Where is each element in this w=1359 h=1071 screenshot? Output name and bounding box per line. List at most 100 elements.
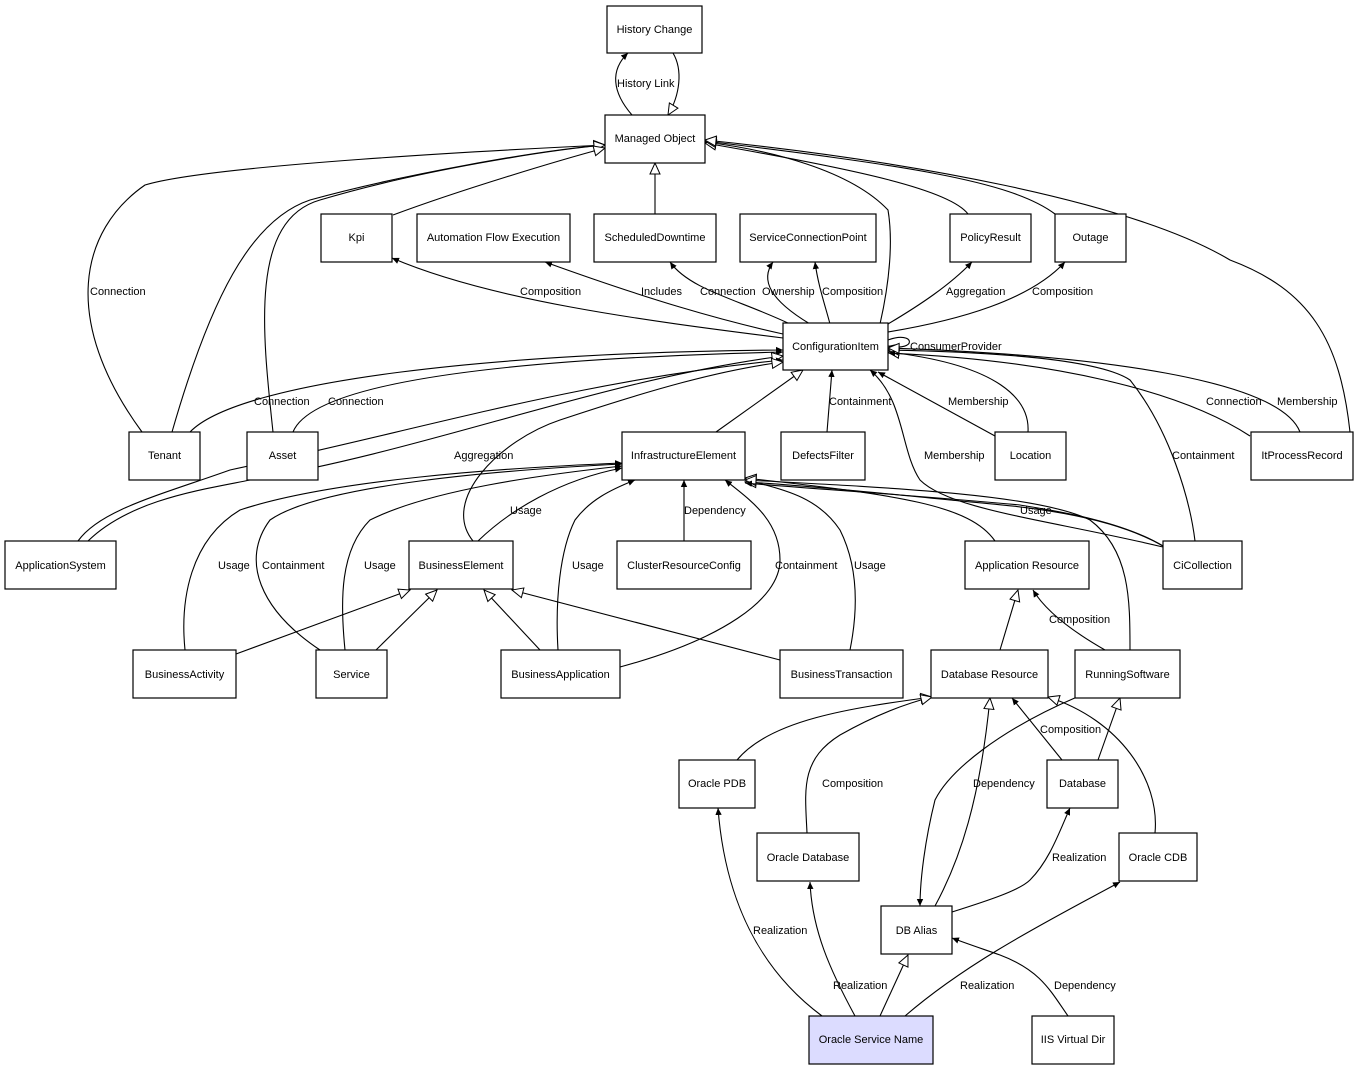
edge-usage-business-activity bbox=[183, 460, 623, 651]
node-service-connection-point[interactable]: ServiceConnectionPoint bbox=[739, 213, 877, 263]
node-business-element[interactable]: BusinessElement bbox=[408, 540, 514, 590]
svg-text:InfrastructureElement: InfrastructureElement bbox=[631, 450, 736, 462]
svg-text:ServiceConnectionPoint: ServiceConnectionPoint bbox=[749, 232, 866, 244]
node-policy-result[interactable]: PolicyResult bbox=[949, 213, 1032, 263]
edge-it-process-record-to-managed-object bbox=[705, 140, 1351, 433]
label-ownership: Ownership bbox=[762, 286, 815, 298]
node-oracle-service-name[interactable]: Oracle Service Name bbox=[808, 1015, 934, 1065]
svg-text:Service: Service bbox=[333, 669, 370, 681]
label-containment-cicollection: Containment bbox=[1172, 450, 1234, 462]
label-composition-scp: Composition bbox=[822, 286, 883, 298]
svg-text:ApplicationSystem: ApplicationSystem bbox=[15, 560, 106, 572]
node-tenant[interactable]: Tenant bbox=[128, 431, 201, 481]
edge-usage-business-transaction bbox=[744, 478, 856, 651]
node-configuration-item[interactable]: ConfigurationItem bbox=[782, 322, 889, 371]
label-membership-itprocess: Membership bbox=[1277, 396, 1338, 408]
edge-composition-kpi bbox=[391, 257, 784, 339]
node-kpi[interactable]: Kpi bbox=[320, 213, 393, 263]
edge-configuration-item-to-managed-object bbox=[705, 142, 891, 325]
node-application-resource[interactable]: Application Resource bbox=[964, 540, 1090, 590]
node-location[interactable]: Location bbox=[994, 431, 1067, 481]
label-aggregation-policy: Aggregation bbox=[946, 286, 1005, 298]
node-defects-filter[interactable]: DefectsFilter bbox=[780, 431, 866, 481]
node-application-system[interactable]: ApplicationSystem bbox=[4, 540, 117, 590]
node-managed-object[interactable]: Managed Object bbox=[604, 114, 706, 164]
node-business-application[interactable]: BusinessApplication bbox=[500, 649, 621, 699]
node-oracle-cdb[interactable]: Oracle CDB bbox=[1118, 832, 1198, 882]
svg-text:Asset: Asset bbox=[269, 450, 297, 462]
node-iis-virtual-dir[interactable]: IIS Virtual Dir bbox=[1031, 1015, 1115, 1065]
label-realization-db-alias: Realization bbox=[1052, 852, 1106, 864]
node-database-resource[interactable]: Database Resource bbox=[930, 649, 1049, 699]
node-cluster-resource-config[interactable]: ClusterResourceConfig bbox=[616, 540, 752, 590]
label-membership-cicollection: Membership bbox=[924, 450, 985, 462]
label-consumer-provider: ConsumerProvider bbox=[910, 341, 1002, 353]
label-connection-tenant: Connection bbox=[254, 396, 310, 408]
label-composition-outage: Composition bbox=[1032, 286, 1093, 298]
node-it-process-record[interactable]: ItProcessRecord bbox=[1250, 431, 1354, 481]
edge-composition-running-software bbox=[1032, 589, 1106, 651]
label-containment-business-application: Containment bbox=[775, 560, 837, 572]
svg-text:Oracle Service Name: Oracle Service Name bbox=[819, 1034, 924, 1046]
svg-text:Oracle Database: Oracle Database bbox=[767, 852, 850, 864]
edge-business-transaction-to-business-element bbox=[512, 590, 781, 661]
label-usage-business-transaction: Usage bbox=[854, 560, 886, 572]
edge-dependency-running-software bbox=[916, 696, 1078, 907]
label-connection-tenant-managed: Connection bbox=[90, 286, 146, 298]
label-composition-running-software: Composition bbox=[1049, 614, 1110, 626]
svg-text:BusinessTransaction: BusinessTransaction bbox=[791, 669, 893, 681]
label-containment-defects: Containment bbox=[829, 396, 891, 408]
svg-text:Location: Location bbox=[1010, 450, 1052, 462]
node-infrastructure-element[interactable]: InfrastructureElement bbox=[621, 431, 746, 481]
node-ci-collection[interactable]: CiCollection bbox=[1162, 540, 1243, 590]
edge-aggregation-policy-result bbox=[887, 261, 973, 325]
node-asset[interactable]: Asset bbox=[246, 431, 319, 481]
edge-tenant-to-managed-object bbox=[87, 145, 605, 433]
node-scheduled-downtime[interactable]: ScheduledDowntime bbox=[593, 213, 717, 263]
node-db-alias[interactable]: DB Alias bbox=[880, 905, 953, 955]
edge-oracle-pdb-to-database-resource bbox=[736, 697, 932, 761]
node-business-transaction[interactable]: BusinessTransaction bbox=[779, 649, 904, 699]
edge-asset-to-managed-object bbox=[264, 145, 605, 433]
svg-text:Managed Object: Managed Object bbox=[615, 133, 696, 145]
node-database[interactable]: Database bbox=[1046, 759, 1119, 809]
node-oracle-pdb[interactable]: Oracle PDB bbox=[678, 759, 756, 809]
edge-containment-service bbox=[255, 461, 623, 651]
edge-usage-business-element bbox=[477, 466, 623, 542]
edge-connection-it-process-record bbox=[887, 350, 1251, 437]
label-usage-business-activity: Usage bbox=[218, 560, 250, 572]
svg-text:DefectsFilter: DefectsFilter bbox=[792, 450, 854, 462]
node-service[interactable]: Service bbox=[315, 649, 388, 699]
edge-business-element-to-configuration-item bbox=[463, 362, 783, 542]
edge-business-activity-to-business-element bbox=[235, 590, 410, 655]
svg-text:Oracle PDB: Oracle PDB bbox=[688, 778, 746, 790]
node-running-software[interactable]: RunningSoftware bbox=[1074, 649, 1181, 699]
node-oracle-database[interactable]: Oracle Database bbox=[756, 832, 860, 882]
node-outage[interactable]: Outage bbox=[1054, 213, 1127, 263]
label-aggregation-application-system: Aggregation bbox=[454, 450, 513, 462]
edge-membership-location bbox=[877, 371, 996, 437]
svg-text:RunningSoftware: RunningSoftware bbox=[1085, 669, 1169, 681]
label-composition-oracle-database: Composition bbox=[822, 778, 883, 790]
node-history-change[interactable]: History Change bbox=[606, 5, 703, 54]
edge-consumer-provider-self bbox=[887, 336, 910, 351]
edge-usage-service bbox=[342, 463, 623, 651]
label-usage-cicollection: Usage bbox=[1020, 505, 1052, 517]
edge-database-to-running-software bbox=[1097, 698, 1120, 761]
node-business-activity[interactable]: BusinessActivity bbox=[132, 649, 237, 699]
svg-text:CiCollection: CiCollection bbox=[1173, 560, 1232, 572]
nodes: History Change Managed Object Kpi Automa… bbox=[4, 5, 1354, 1065]
edge-application-resource-to-infrastructure-element bbox=[745, 478, 996, 542]
edge-containment-defects-filter bbox=[826, 369, 835, 433]
svg-text:History Change: History Change bbox=[617, 24, 693, 36]
edge-application-system-to-configuration-item bbox=[87, 356, 783, 542]
edge-connection-tenant bbox=[189, 346, 784, 433]
svg-text:Database Resource: Database Resource bbox=[941, 669, 1038, 681]
svg-text:PolicyResult: PolicyResult bbox=[960, 232, 1021, 244]
svg-text:Database: Database bbox=[1059, 778, 1106, 790]
edge-realization-db-alias bbox=[951, 807, 1071, 913]
edge-containment-business-application bbox=[619, 479, 781, 668]
node-automation-flow-execution[interactable]: Automation Flow Execution bbox=[416, 213, 571, 263]
edge-connection-asset bbox=[292, 348, 784, 433]
